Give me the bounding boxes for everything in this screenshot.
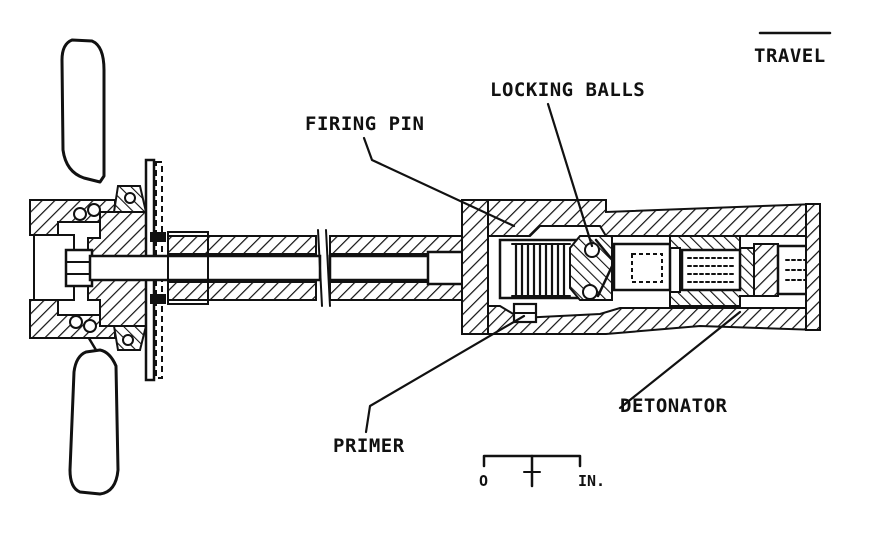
scale-zero-label: O [479,472,488,490]
leader-lines [362,31,832,434]
detonator-leader [618,310,742,410]
washer-bottom [150,294,166,304]
tube-left-top-wall [167,235,317,255]
firing-pin-label: FIRING PIN [305,113,424,135]
locking-balls-leader [546,102,594,248]
body-end-lip [805,203,821,331]
tube-collar [167,231,209,305]
body-top-wall [461,199,820,237]
locking-balls-label: LOCKING BALLS [490,79,645,101]
bearing-ball [83,319,97,333]
scale-bar: O IN. [479,454,605,490]
firing-pin-leader [362,136,516,228]
detonator-label: DETONATOR [620,395,728,417]
locking-ball-bottom [582,284,598,300]
bearing-ball [87,203,101,217]
fuze-body [461,199,821,335]
washer-top [150,232,166,242]
locking-ball-housing [569,235,613,301]
firing-pin-shaft-step [426,250,466,286]
arming-nut [64,248,94,288]
booster-cup [753,243,779,297]
body-end-cap [461,199,489,335]
firing-pin-spring [511,242,571,298]
primer-leader [364,314,526,434]
scale-unit-label: IN. [578,472,605,490]
detonator-capsule [680,248,742,292]
bearing-ball [122,334,134,346]
arming-shaft [88,254,322,282]
arming-shaft-assembly [88,229,466,307]
lower-vane-blade [68,348,120,496]
firing-pin-shaft [328,254,432,282]
bearing-ball [69,315,83,329]
bearing-ball [73,207,87,221]
bearing-ball [124,192,136,204]
travel-label: TRAVEL [754,45,826,67]
primer-label: PRIMER [333,435,405,457]
relay-charge [631,253,663,283]
tube-left-bottom-wall [167,281,317,301]
upper-vane-blade [60,38,106,184]
